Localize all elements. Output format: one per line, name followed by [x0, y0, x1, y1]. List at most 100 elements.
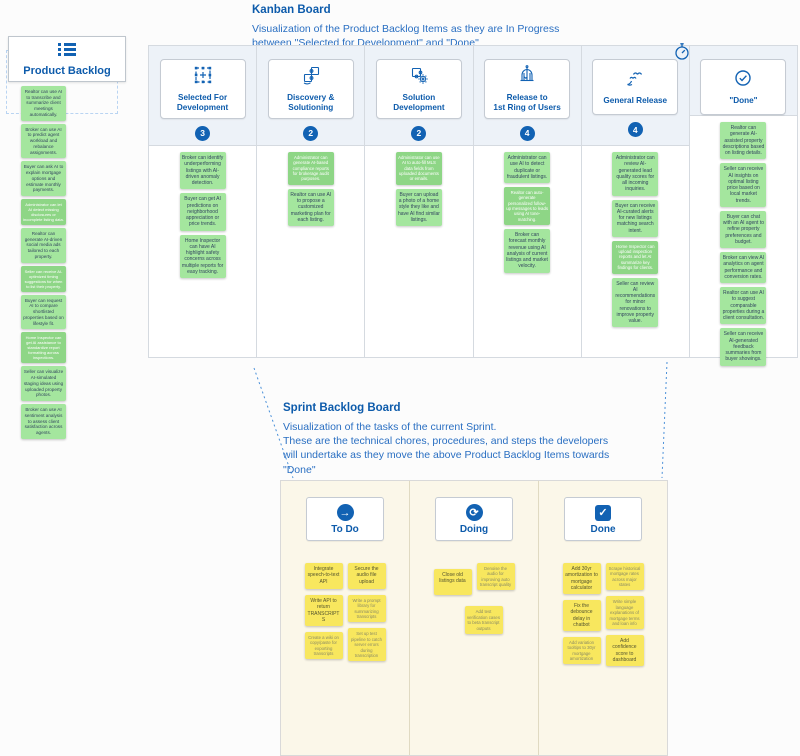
sprint-sticky[interactable]: Write a prompt library for summarizing t…: [347, 595, 386, 623]
product-backlog-shape[interactable]: Product Backlog: [8, 36, 126, 82]
sprint-sticky-cluster: Integrate speech-to-text API Write API to…: [304, 563, 386, 662]
sprint-sticky[interactable]: Set up test pipeline to catch server err…: [347, 628, 386, 662]
sprint-column-label: Done: [590, 524, 616, 535]
backlog-sticky[interactable]: Realtor can use AI to transcribe and sum…: [21, 86, 66, 121]
product-backlog-label: Product Backlog: [23, 64, 111, 77]
puzzle-gear-icon: [408, 64, 430, 91]
kanban-sticky[interactable]: Administrator can review AI-generated le…: [612, 152, 659, 196]
kanban-column-header-shape[interactable]: "Done": [700, 59, 787, 115]
backlog-sticky[interactable]: Seller can visualize AI-simulated stagin…: [21, 366, 66, 402]
sprint-sticky-subcolumn: Denoise the audio for improving auto tra…: [464, 563, 515, 634]
kanban-column-header-shape[interactable]: Selected For Development: [159, 59, 246, 119]
sprint-sticky[interactable]: Add 30yr amortization to mortgage calcul…: [562, 563, 601, 594]
kanban-column-label: Selected For Development: [176, 93, 229, 113]
kanban-sticky[interactable]: Buyer can chat with an AI agent to refin…: [720, 210, 767, 248]
kanban-sticky[interactable]: Broker can forecast monthly revenue usin…: [504, 229, 551, 273]
kanban-column-label: Discovery & Solutioning: [287, 93, 335, 113]
sprint-sticky[interactable]: Create a wiki on copy/paste for exportin…: [304, 632, 343, 660]
kanban-column-header: Discovery & Solutioning 2: [257, 46, 365, 146]
arrow-circle-icon: →: [336, 503, 354, 522]
kanban-column-body: Administrator can generate AI-based comp…: [257, 146, 364, 357]
kanban-count-badge: 2: [411, 125, 427, 141]
backlog-sticky[interactable]: Broker can use AI sentiment analysis to …: [21, 404, 66, 439]
kanban-column-header: General Release 4: [581, 46, 689, 146]
kanban-sticky[interactable]: Home Inspector can upload inspection rep…: [612, 240, 659, 274]
kanban-column-label: Solution Development: [393, 93, 445, 113]
kanban-count-badge: 2: [303, 125, 319, 141]
kanban-sticky[interactable]: Administrator can use AI to detect dupli…: [504, 152, 551, 183]
puzzle-hand-icon: [300, 64, 322, 91]
kanban-column-header-shape[interactable]: Release to 1st Ring of Users: [484, 59, 571, 119]
backlog-sticky[interactable]: Administrator can let AI detect missing …: [21, 199, 66, 226]
kanban-sticky[interactable]: Administrator can use AI to auto-fill ML…: [395, 152, 442, 185]
backlog-sticky[interactable]: Home Inspector can get AI assistance to …: [21, 332, 66, 364]
sprint-board-description: Visualization of the tasks of the curren…: [283, 421, 610, 476]
sprint-sticky[interactable]: Add variation tooltips to 30yr mortgage …: [562, 637, 601, 665]
kanban-sticky[interactable]: Seller can receive AI insights on optima…: [720, 163, 767, 207]
sprint-sticky[interactable]: Fix the debounce delay in chatbot: [562, 600, 601, 631]
kanban-sticky[interactable]: Realtor can auto-generate personalized f…: [504, 187, 551, 226]
kanban-sticky[interactable]: Seller can receive AI-generated feedback…: [720, 328, 767, 366]
sprint-sticky[interactable]: Denoise the audio for improving auto tra…: [476, 563, 515, 591]
kanban-column-body: Administrator can use AI to detect dupli…: [474, 146, 581, 357]
kanban-sticky[interactable]: Broker can identify underperforming list…: [179, 152, 226, 190]
sprint-column-label: To Do: [331, 524, 359, 536]
kanban-count-badge: 4: [519, 125, 535, 141]
kanban-column-header: Solution Development 2: [365, 46, 473, 146]
kanban-column-label: General Release: [603, 96, 668, 106]
refresh-circle-icon: ⟳: [465, 503, 483, 521]
sprint-sticky[interactable]: Secure the audio file upload: [347, 563, 386, 589]
sprint-sticky-subcolumn: Integrate speech-to-text API Write API to…: [304, 563, 343, 661]
kanban-sticky[interactable]: Realtor can use AI to suggest comparable…: [720, 287, 767, 325]
kanban-column-header-shape[interactable]: Solution Development: [375, 59, 462, 119]
backlog-sticky-column: Realtor can use AI to transcribe and sum…: [21, 86, 66, 439]
backlog-sticky[interactable]: Realtor can generate AI-driven social me…: [21, 228, 66, 263]
kanban-sticky[interactable]: Administrator can generate AI-based comp…: [287, 152, 334, 185]
kanban-column-label: Release to 1st Ring of Users: [493, 93, 561, 113]
kanban-column-header: Release to 1st Ring of Users 4: [473, 46, 581, 146]
kanban-count-badge: 4: [627, 122, 643, 137]
kanban-sticky[interactable]: Buyer can upload a photo of a home style…: [395, 188, 442, 227]
kanban-sticky[interactable]: Buyer can receive AI-curated alerts for …: [612, 199, 659, 237]
backlog-list-icon: [58, 42, 76, 62]
backlog-sticky[interactable]: Broker can use AI to predict agent workl…: [21, 123, 66, 159]
backlog-sticky[interactable]: Buyer can request AI to compare shortlis…: [21, 294, 66, 330]
kanban-sticky[interactable]: Realtor can generate AI-assisted propert…: [720, 122, 767, 160]
backlog-sticky[interactable]: Buyer can ask AI to explain mortgage opt…: [21, 161, 66, 197]
kanban-column-header-shape[interactable]: General Release: [592, 59, 679, 115]
check-square-icon: ✓: [595, 503, 611, 521]
kanban-sticky[interactable]: Home Inspector can have AI highlight saf…: [179, 234, 226, 278]
backlog-sticky[interactable]: Seller can receive AI-optimized timing s…: [21, 265, 66, 292]
kanban-column-header-shape[interactable]: Discovery & Solutioning: [267, 59, 354, 119]
sprint-sticky[interactable]: Integrate speech-to-text API: [304, 563, 343, 589]
sprint-sticky[interactable]: Close old listings data: [433, 569, 472, 595]
sprint-sticky-subcolumn: Close old listings data: [433, 563, 472, 624]
sprint-sticky[interactable]: Add confidence score to dashboard: [605, 635, 644, 667]
sprint-column-header-shape[interactable]: → To Do: [306, 497, 384, 541]
kanban-sticky[interactable]: Buyer can get AI predictions on neighbor…: [179, 193, 226, 231]
kanban-sticky[interactable]: Broker can view AI analytics on agent pe…: [720, 252, 767, 283]
sprint-sticky[interactable]: Add test verification cases to beta tran…: [464, 606, 503, 634]
sprint-sticky[interactable]: Write API to return TRANSCRIPTS: [304, 595, 343, 626]
sprint-sticky[interactable]: Scrape historical mortgage rates across …: [605, 563, 644, 591]
sprint-column-header-shape[interactable]: ✓ Done: [564, 497, 642, 541]
kanban-sticky[interactable]: Seller can review AI recommendations for…: [612, 277, 659, 328]
sprint-sticky-subcolumn: Scrape historical mortgage rates across …: [605, 563, 644, 667]
kanban-sticky[interactable]: Realtor can use AI to propose a customiz…: [287, 188, 334, 227]
kanban-column-label: "Done": [729, 96, 758, 106]
kanban-column: "Done" Realtor can generate AI-assisted p…: [689, 46, 798, 366]
sprint-column-header-shape[interactable]: ⟳Doing: [435, 497, 513, 541]
sprint-sticky[interactable]: Write simple language explanations of mo…: [605, 596, 644, 630]
